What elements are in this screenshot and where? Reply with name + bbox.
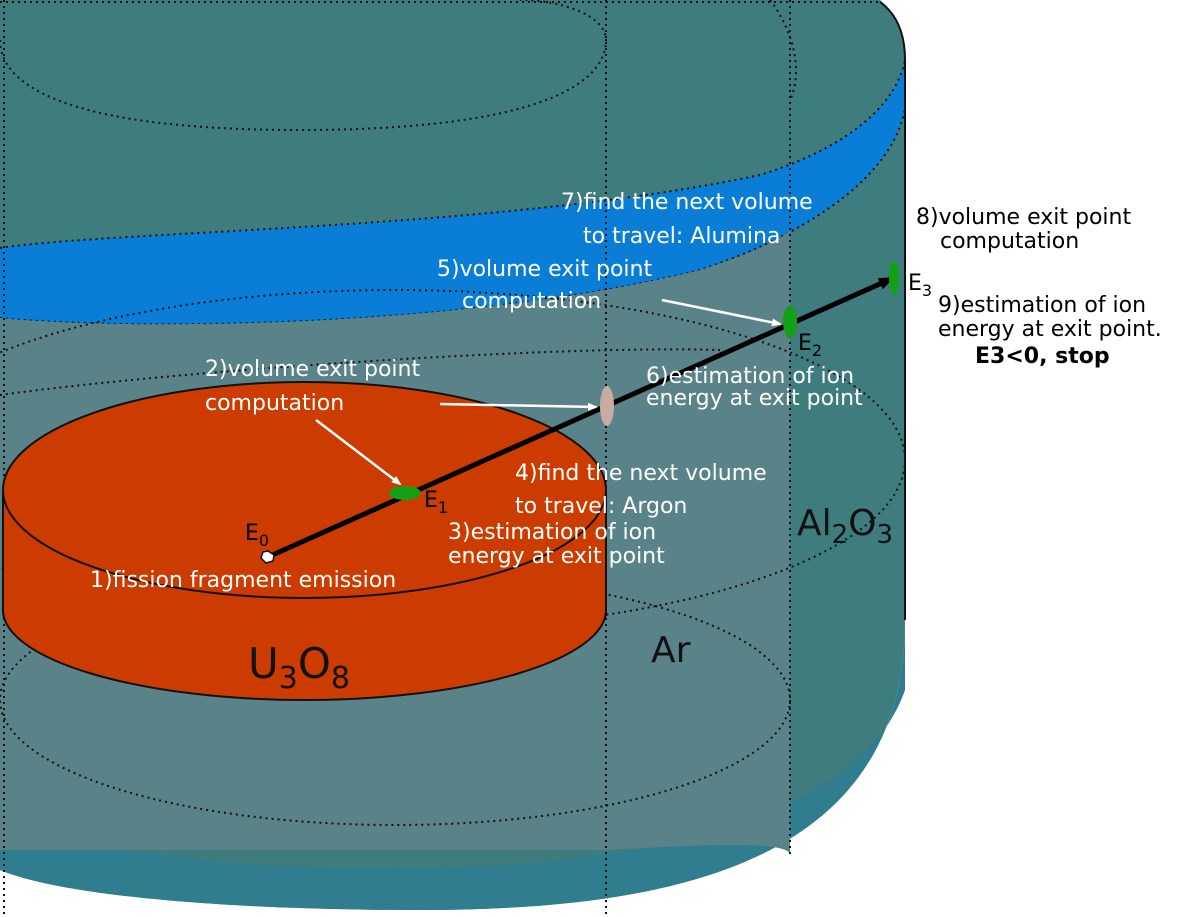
exit-point-e3-marker (889, 261, 899, 295)
exit-point-e1-marker (389, 486, 421, 500)
step-5-label: 5)volume exit point computation (437, 257, 659, 314)
step-4-label: 4)find the next volume to travel: Argon (515, 461, 774, 519)
material-label-u3o8: U3O8 (248, 639, 350, 696)
emission-point-icon (260, 550, 275, 564)
step-3-label: 3)estimation of ion energy at exit point (448, 520, 665, 569)
step-9-label: 9)estimation of ion energy at exit point… (938, 293, 1162, 342)
energy-label-e3: E3 (908, 271, 932, 300)
step-8-label: 8)volume exit point computation (916, 205, 1138, 254)
energy-label-e0: E0 (245, 521, 269, 550)
pointer-arrow-step5 (661, 298, 782, 327)
step-2-label: 2)volume exit point computation (205, 357, 427, 416)
alumina-front-band (0, 620, 905, 910)
stop-condition-label: E3<0, stop (975, 344, 1110, 369)
alumina-top-band (0, 60, 905, 325)
energy-label-e1: E1 (424, 488, 448, 517)
energy-label-e2: E2 (798, 331, 822, 360)
material-label-alumina: Al2O3 (797, 503, 893, 550)
u3o8-cylinder-top (2, 381, 607, 599)
pointer-arrow-step2 (315, 419, 402, 486)
step-6-label: 6)estimation of ion energy at exit point (646, 364, 863, 411)
step-1-label: 1)fission fragment emission (90, 568, 396, 593)
material-label-argon: Ar (651, 630, 691, 671)
exit-point-e2-marker (783, 306, 797, 338)
exit-point-argon-marker (600, 386, 614, 426)
pointer-arrow-step2b (439, 402, 598, 411)
step-7-label: 7)find the next volume to travel: Alumin… (561, 190, 820, 249)
